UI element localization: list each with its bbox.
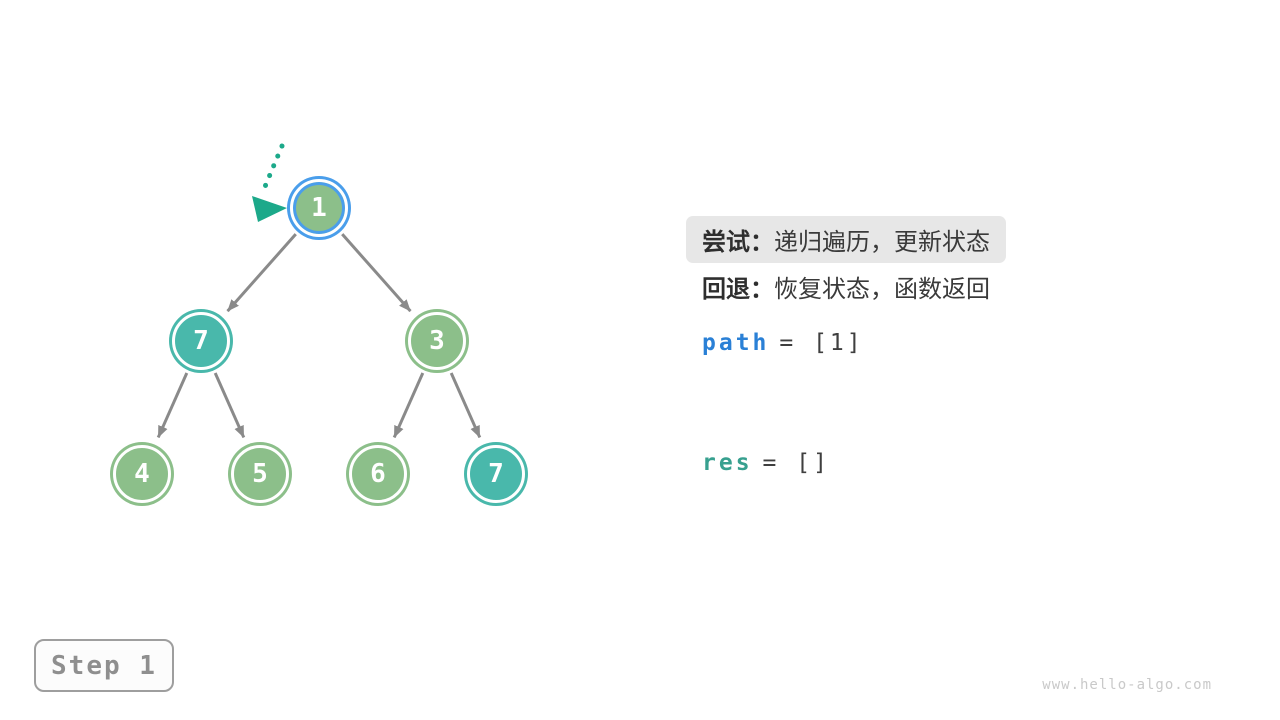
try-text: 递归遍历，更新状态 <box>774 229 990 256</box>
tree-diagram <box>156 143 482 439</box>
tree-edges <box>156 233 482 439</box>
res-variable-line: res = [] <box>702 447 830 479</box>
tree-edge <box>213 372 246 439</box>
pointer-arrowhead-icon <box>252 196 287 222</box>
tree-node-value: 7 <box>193 326 209 356</box>
tree-node-6: 6 <box>349 445 407 503</box>
backtrack-label: 回退： <box>702 276 774 303</box>
res-variable-value: = [] <box>762 450 830 476</box>
tree-nodes-layer: 1 7 3 4 5 6 7 <box>0 0 620 560</box>
tree-node-value: 5 <box>252 459 268 489</box>
try-label: 尝试： <box>702 229 774 256</box>
step-badge: Step 1 <box>34 639 174 692</box>
tree-node-value: 7 <box>488 459 504 489</box>
tree-node-4: 4 <box>113 445 171 503</box>
path-variable-line: path = [1] <box>702 327 864 359</box>
path-variable-value: = [1] <box>779 330 864 356</box>
try-status-line: 尝试：递归遍历，更新状态 <box>686 216 1006 263</box>
watermark: www.hello-algo.com <box>1042 677 1212 693</box>
tree-node-7: 7 <box>467 445 525 503</box>
tree-node-value: 4 <box>134 459 150 489</box>
backtrack-text: 恢复状态，函数返回 <box>774 276 990 303</box>
tree-node-3: 3 <box>408 312 466 370</box>
step-badge-label: Step 1 <box>51 650 157 681</box>
tree-node-1-current: 1 <box>290 179 348 237</box>
tree-node-value: 1 <box>311 193 327 223</box>
tree-edge <box>449 372 482 439</box>
pointer-arrow <box>252 143 287 222</box>
backtrack-status-line: 回退：恢复状态，函数返回 <box>702 274 990 306</box>
tree-node-value: 6 <box>370 459 386 489</box>
tree-edge <box>156 372 189 439</box>
tree-node-value: 3 <box>429 326 445 356</box>
tree-edge <box>341 233 412 313</box>
tree-node-5: 5 <box>231 445 289 503</box>
tree-edge <box>392 372 425 439</box>
tree-edge <box>226 233 297 313</box>
path-variable-name: path <box>702 330 770 356</box>
res-variable-name: res <box>702 450 753 476</box>
tree-node-7: 7 <box>172 312 230 370</box>
